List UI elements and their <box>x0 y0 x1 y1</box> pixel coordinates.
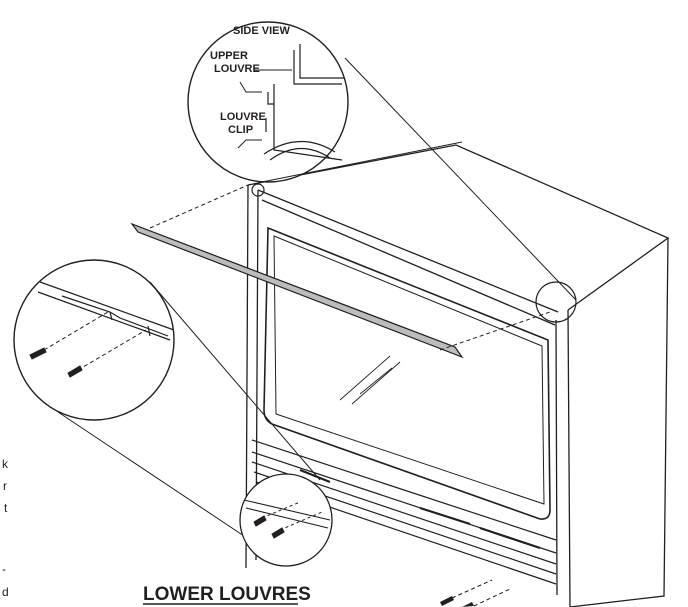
glass-door <box>263 226 551 520</box>
clip-location-circle <box>251 183 265 197</box>
upper-louvre-strip <box>130 222 464 359</box>
bottom-right-screws <box>440 579 513 607</box>
side-view-tangent-lines <box>261 57 577 301</box>
lower-louvres-heading: LOWER LOUVRES <box>143 584 311 605</box>
louvre-clip-label-line2: CLIP <box>228 124 253 136</box>
corner-detail-circle <box>535 281 577 323</box>
screw-detail-left-tangents <box>57 281 321 541</box>
side-view-label: SIDE VIEW <box>233 25 290 37</box>
screw-detail-left <box>13 259 175 421</box>
edge-fragment-k: k <box>2 457 9 471</box>
upper-louvre-label-line2: LOUVRE <box>214 63 260 75</box>
edge-fragment-r: r <box>3 479 7 493</box>
upper-louvre-alignment-lines <box>149 184 551 351</box>
edge-fragment-d: d <box>2 585 9 599</box>
upper-louvre-label-line1: UPPER <box>210 50 248 62</box>
louvre-clip-label-line1: LOUVRE <box>220 111 266 123</box>
edge-fragment-t: t <box>4 501 8 515</box>
side-view-detail: SIDE VIEW UPPER LOUVRE LOUVRE CLIP <box>187 21 349 183</box>
fireplace-body <box>245 144 670 607</box>
edge-fragment-dash: - <box>2 562 6 576</box>
screw-detail-bottom <box>239 473 333 567</box>
